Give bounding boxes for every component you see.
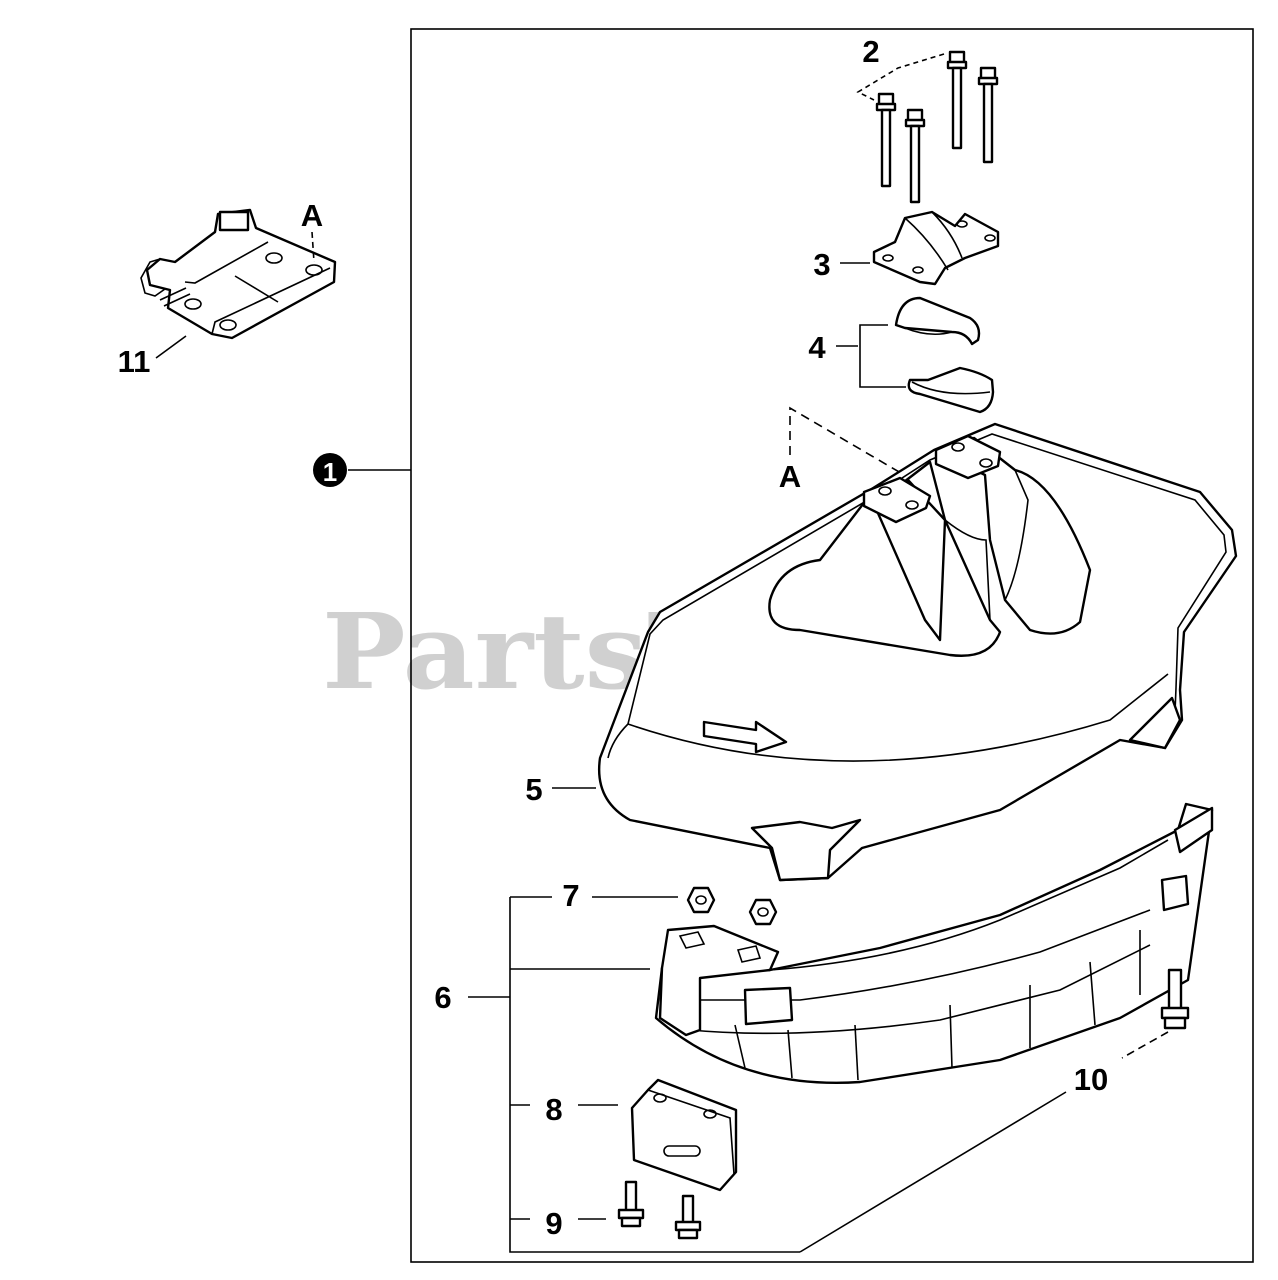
part-4-rubber[interactable]: [894, 296, 995, 414]
part-3-clamp[interactable]: [872, 210, 1000, 286]
part-label-3[interactable]: 3: [813, 247, 830, 282]
part-10-screw[interactable]: [1160, 968, 1190, 1030]
assembly-marker-number: 1: [323, 457, 337, 487]
part-5-guard[interactable]: [597, 422, 1238, 882]
part-label-8[interactable]: 8: [545, 1092, 562, 1127]
part-8-plate[interactable]: [630, 1078, 738, 1192]
assembly-frame: [410, 28, 1254, 1263]
assembly-marker[interactable]: 1: [313, 453, 411, 487]
part-label-6[interactable]: 6: [434, 980, 451, 1015]
part-label-7[interactable]: 7: [562, 878, 579, 913]
part-9-screws[interactable]: [617, 1180, 702, 1240]
bolt-1: [875, 92, 897, 188]
part-label-2[interactable]: 2: [862, 34, 879, 69]
part-11-bracket[interactable]: [140, 208, 337, 340]
bolt-2: [904, 108, 926, 204]
bolt-3: [946, 50, 968, 150]
part-label-10[interactable]: 10: [1074, 1062, 1108, 1097]
part-label-5[interactable]: 5: [525, 772, 542, 807]
bolt-4: [977, 66, 999, 164]
part-7-nuts[interactable]: [686, 886, 778, 926]
part-label-4[interactable]: 4: [808, 330, 826, 365]
part-label-11[interactable]: 11: [118, 344, 151, 379]
reference-label-shield: A: [779, 459, 801, 494]
part-6-extension[interactable]: [654, 802, 1214, 1084]
part-label-9[interactable]: 9: [545, 1206, 562, 1241]
rotation-arrow-icon: [702, 720, 788, 754]
part-2-bolts[interactable]: [875, 50, 999, 204]
reference-label-bracket: A: [301, 198, 323, 233]
